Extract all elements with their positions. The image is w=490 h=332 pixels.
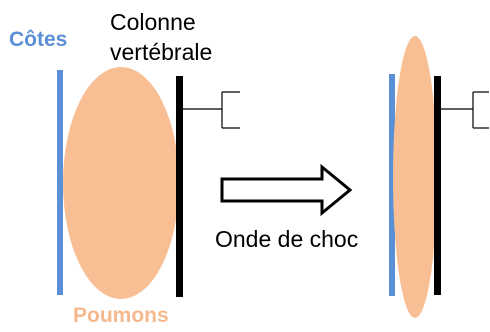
spine-bar-before: [176, 76, 183, 297]
lungs-label: Poumons: [73, 304, 169, 327]
spine-label-line1: Colonne: [110, 9, 196, 35]
shock-wave-label: Onde de choc: [215, 226, 359, 252]
vertebra-before: [183, 91, 240, 129]
lung-before: [63, 67, 179, 299]
spine-bar-after: [434, 76, 441, 295]
lung-after: [393, 36, 437, 318]
before-state: [57, 67, 240, 299]
vertebra-after: [441, 91, 489, 129]
shock-wave-arrow: [220, 163, 353, 217]
ribs-label: Côtes: [9, 28, 68, 51]
spine-label: Colonne vertébrale: [110, 7, 212, 67]
ribs-bar-before: [57, 70, 63, 295]
after-state: [389, 36, 489, 318]
arrow-shape: [220, 163, 353, 217]
ribs-bar-after: [389, 74, 395, 296]
spine-label-line2: vertébrale: [110, 39, 213, 65]
